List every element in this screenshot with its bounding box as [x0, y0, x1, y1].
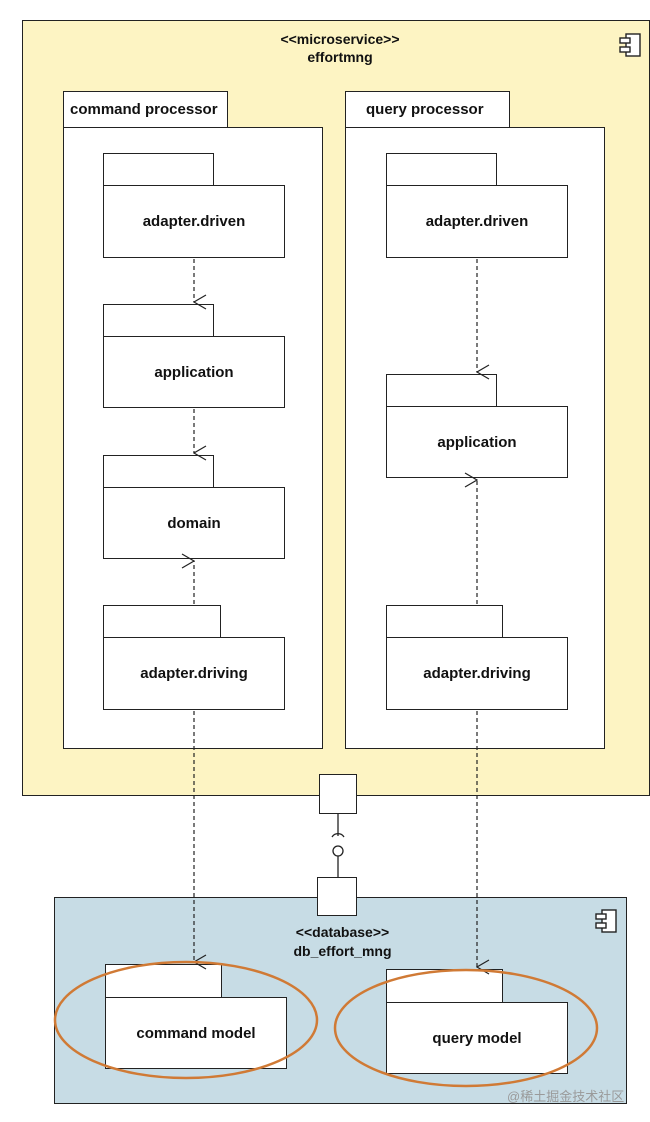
command-model-tab — [105, 964, 222, 998]
cmd-adapter-driven-tab — [103, 153, 214, 186]
cmd-package-domain: domain — [103, 487, 285, 559]
cmd-package-adapter-driven: adapter.driven — [103, 185, 285, 258]
database-stereotype: <<database>> — [295, 924, 390, 940]
cmd-package-adapter-driving: adapter.driving — [103, 637, 285, 710]
qry-application-tab — [386, 374, 497, 407]
command-processor-title: command processor — [63, 91, 228, 128]
watermark-text: @稀土掘金技术社区 — [507, 1089, 625, 1104]
cmd-package-application: application — [103, 336, 285, 408]
query-processor-title: query processor — [345, 91, 510, 128]
microservice-name: effortmng — [307, 49, 373, 65]
package-query-model: query model — [386, 1002, 568, 1074]
qry-package-adapter-driving: adapter.driving — [386, 637, 568, 710]
database-port — [317, 877, 357, 916]
query-model-tab — [386, 969, 503, 1003]
microservice-port — [319, 774, 357, 814]
database-name: db_effort_mng — [293, 943, 392, 959]
microservice-stereotype: <<microservice>> — [280, 31, 400, 47]
qry-adapter-driving-tab — [386, 605, 503, 638]
cmd-application-tab — [103, 304, 214, 337]
qry-package-application: application — [386, 406, 568, 478]
cmd-domain-tab — [103, 455, 214, 488]
cmd-adapter-driving-tab — [103, 605, 221, 638]
qry-adapter-driven-tab — [386, 153, 497, 186]
package-command-model: command model — [105, 997, 287, 1069]
interface-connector — [331, 814, 345, 877]
qry-package-adapter-driven: adapter.driven — [386, 185, 568, 258]
